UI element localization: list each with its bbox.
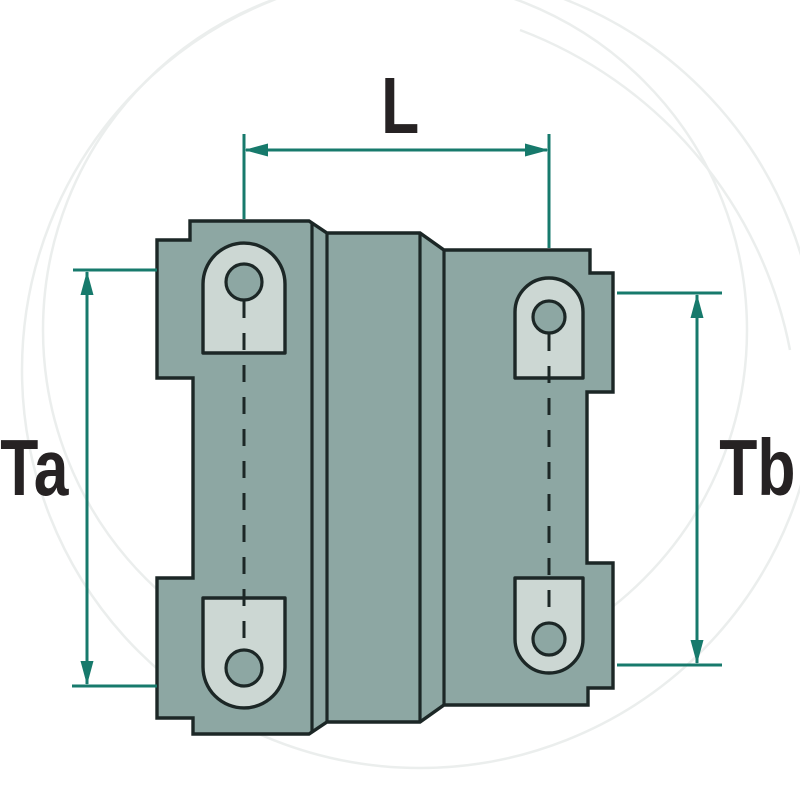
arrowhead-left: [244, 143, 268, 157]
hole-top-left: [224, 262, 264, 302]
dimension-label-Tb: Tb: [719, 424, 795, 513]
dimension-label-Ta: Ta: [0, 424, 69, 513]
arrowhead-up: [80, 271, 94, 295]
arrowhead-right: [525, 143, 549, 157]
dimension-Tb: [617, 291, 722, 667]
arrowhead-up: [690, 294, 704, 318]
dimension-label-L: L: [381, 62, 419, 151]
dimension-Ta: [72, 268, 157, 688]
hole-top-right: [531, 299, 567, 335]
arrowhead-down: [690, 640, 704, 664]
watermark-arc: [519, 28, 792, 351]
dimension-L: [242, 134, 551, 248]
hole-bottom-left: [224, 648, 264, 688]
dimension-labels: L Ta Tb: [0, 62, 795, 513]
coupling-part: [155, 219, 615, 736]
hole-bottom-right: [531, 621, 567, 657]
watermark-arc: [20, 0, 800, 770]
arrowhead-down: [80, 661, 94, 685]
